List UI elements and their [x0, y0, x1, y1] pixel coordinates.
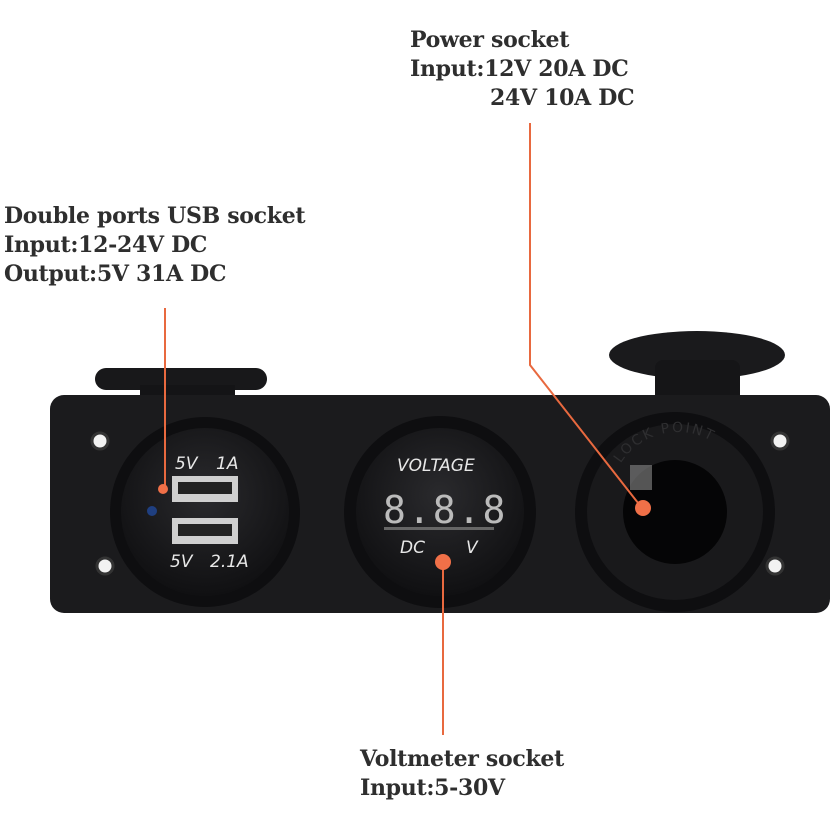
voltmeter-unit-v: V	[466, 538, 479, 558]
usb-port2-voltage: 5V	[170, 552, 194, 572]
voltmeter-display: 8.8.8	[383, 488, 507, 532]
callout-title: Power socket	[410, 27, 570, 53]
voltmeter: VOLTAGE 8.8.8 DC V	[344, 416, 536, 608]
power-socket: LOCK POINT	[575, 412, 775, 612]
screw-holes	[90, 431, 790, 576]
callout-spec: Input:12-24V DC	[4, 232, 208, 258]
callout-spec: Input:5-30V	[360, 775, 505, 801]
usb-port2-current: 2.1A	[210, 552, 249, 572]
callout-title: Voltmeter socket	[360, 746, 564, 772]
usb-port1-voltage: 5V	[175, 454, 199, 474]
usb-socket: 5V 1A 5V 2.1A	[110, 417, 300, 607]
usb-port1-current: 1A	[216, 454, 238, 474]
callout-spec: Input:12V 20A DC	[410, 56, 629, 82]
callout-spec: Output:5V 31A DC	[4, 261, 227, 287]
callout-lines	[164, 123, 643, 735]
callout-spec: 24V 10A DC	[490, 85, 635, 111]
callout-dots	[158, 484, 651, 570]
callout-title: Double ports USB socket	[4, 203, 306, 229]
voltmeter-unit-dc: DC	[400, 538, 425, 558]
voltmeter-title: VOLTAGE	[397, 456, 475, 476]
